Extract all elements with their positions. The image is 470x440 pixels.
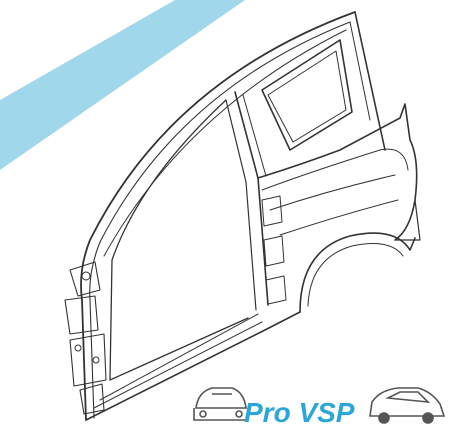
- c-pillar: [354, 11, 386, 151]
- rear-quarter: [257, 103, 418, 241]
- car-side-icon: [369, 387, 446, 424]
- roof-line: [80, 11, 356, 421]
- car-front-icon: [193, 387, 249, 421]
- door-opening: [109, 99, 227, 381]
- brand-name: Pro VSP: [244, 397, 355, 428]
- quarter-window: [261, 39, 353, 151]
- rocker-sill: [85, 311, 301, 421]
